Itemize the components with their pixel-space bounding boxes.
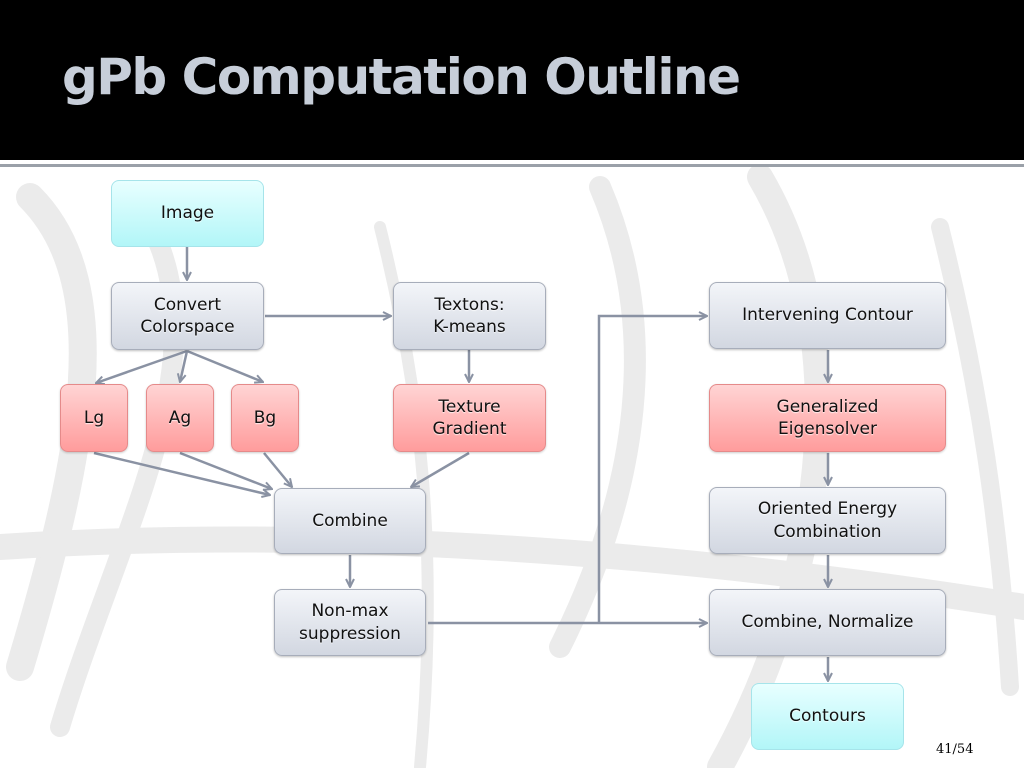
node-non-max-suppression: Non-max suppression [274, 589, 426, 656]
node-convert-colorspace: Convert Colorspace [111, 282, 264, 350]
node-lg: Lg [60, 384, 128, 452]
node-combine: Combine [274, 488, 426, 554]
node-contours: Contours [751, 683, 904, 750]
node-generalized-eigensolver: Generalized Eigensolver [709, 384, 946, 452]
edge-ag-to-combine [179, 451, 272, 489]
edge-convert-to-bg [186, 349, 263, 382]
node-texture-gradient: Texture Gradient [393, 384, 546, 452]
edge-convert-to-ag [180, 350, 189, 382]
page-number: 41/54 [936, 742, 974, 757]
header-divider [0, 164, 1024, 167]
edge-convert-to-lg [96, 349, 188, 383]
slide-header: gPb Computation Outline [0, 0, 1024, 160]
edge-lg-to-combine [93, 451, 270, 495]
edge-bg-to-combine [263, 452, 292, 487]
edge-nonmax-to-intervening [597, 316, 707, 623]
node-combine-normalize: Combine, Normalize [709, 589, 946, 656]
node-textons: Textons: K-means [393, 282, 546, 350]
node-oriented-energy-combination: Oriented Energy Combination [709, 487, 946, 554]
edge-texture-to-combine [411, 451, 470, 487]
node-image: Image [111, 180, 264, 247]
slide-title: gPb Computation Outline [62, 48, 741, 106]
node-bg: Bg [231, 384, 299, 452]
node-intervening-contour: Intervening Contour [709, 282, 946, 349]
node-ag: Ag [146, 384, 214, 452]
